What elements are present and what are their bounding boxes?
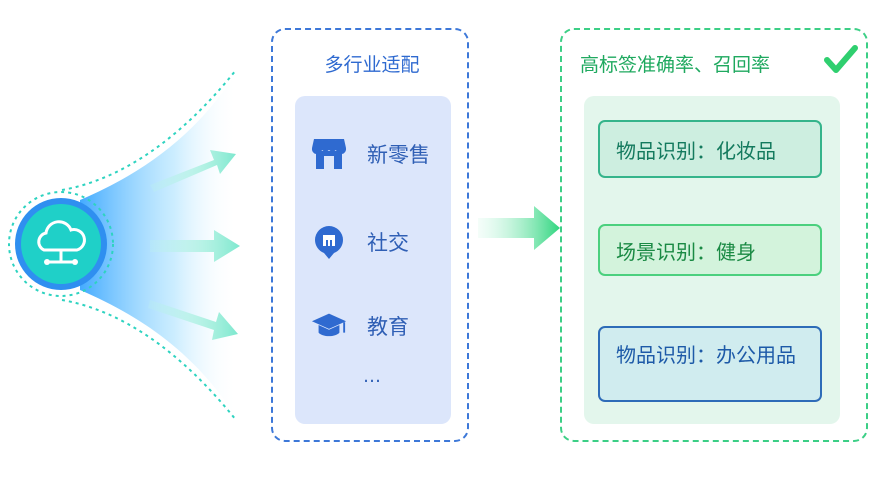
industry-item-education: 教育: [311, 306, 409, 346]
chat-bubble-icon: [311, 224, 347, 260]
tag-list: 物品识别：化妆品 场景识别：健身 物品识别：办公用品: [584, 96, 840, 424]
beam-outline-top: [61, 69, 237, 191]
tag-fitness: 场景识别：健身: [598, 224, 822, 276]
result-title: 高标签准确率、召回率: [580, 54, 771, 76]
industry-item-label: 社交: [367, 231, 409, 255]
industry-list: 新零售 社交 教育 …: [295, 96, 451, 424]
storefront-icon: [311, 136, 347, 172]
beam-arrow-top: [150, 150, 236, 192]
beam-arrow-middle: [150, 230, 240, 262]
result-panel: 高标签准确率、召回率 物品识别：化妆品 场景识别：健身 物品识别：办公用品: [560, 28, 868, 442]
industry-item-social: 社交: [311, 222, 409, 262]
industry-more: …: [363, 366, 383, 387]
cloud-node-icon: [8, 191, 114, 297]
industry-item-label: 教育: [367, 315, 409, 339]
flow-arrow-icon: [478, 206, 560, 250]
industry-item-label: 新零售: [367, 143, 430, 167]
check-icon: [824, 45, 858, 73]
tag-office-supplies: 物品识别：办公用品: [598, 326, 822, 402]
industry-item-retail: 新零售: [311, 134, 430, 174]
tag-cosmetics: 物品识别：化妆品: [598, 120, 822, 178]
industry-title: 多行业适配: [324, 54, 420, 76]
industry-panel: 多行业适配 新零售 社交: [271, 28, 469, 442]
beam-outline-bottom: [61, 299, 237, 421]
graduation-cap-icon: [311, 308, 347, 344]
beam-arrow-bottom: [148, 300, 238, 340]
